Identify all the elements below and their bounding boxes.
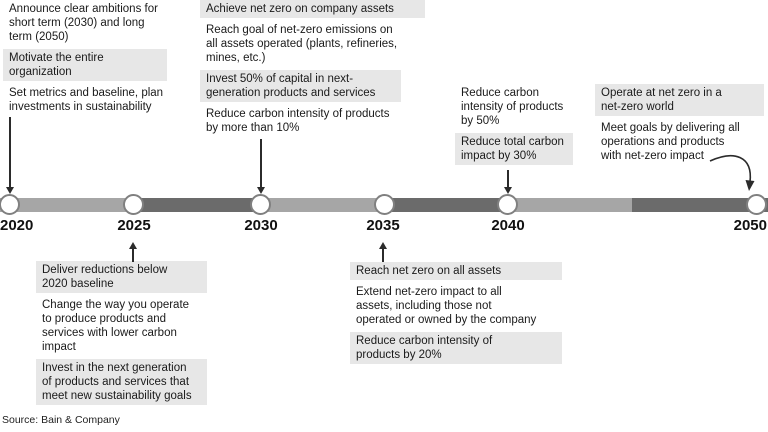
milestone-text: Reach goal of net-zero emissions on all …: [206, 24, 398, 64]
year-label-2035: 2035: [366, 217, 400, 234]
milestone-text: Change the way you operate to produce pr…: [42, 299, 190, 353]
year-label-2050: 2050: [733, 217, 767, 234]
timeline-node-2025: [123, 194, 144, 215]
milestone-text: Announce clear ambitions for short term …: [9, 3, 158, 43]
milestone-text: Reduce carbon intensity of products by 2…: [350, 332, 562, 364]
milestone-text: Reduce carbon intensity of products by m…: [206, 108, 390, 134]
milestone-text: Reduce carbon intensity of products by 5…: [461, 87, 564, 127]
timeline-segment-2020-2025: [0, 198, 134, 212]
year-label-2025: 2025: [117, 217, 151, 234]
milestone-text: Invest in the next generation of product…: [36, 359, 207, 405]
year-label-2040: 2040: [491, 217, 525, 234]
timeline-node-2030: [250, 194, 271, 215]
milestone-text: Set metrics and baseline, plan investmen…: [9, 87, 164, 113]
timeline-segment-2040-2045: [508, 198, 632, 212]
timeline-segment-2025-2030: [134, 198, 261, 212]
timeline-segment-2045-2050: [632, 198, 768, 212]
connector-arrow-2050-curved: [709, 154, 755, 191]
milestone-group-2040: Reduce carbon intensity of products by 5…: [455, 84, 585, 168]
timeline-node-2050: [746, 194, 767, 215]
source-caption: Source: Bain & Company: [2, 414, 120, 426]
milestone-text: Motivate the entire organization: [3, 49, 167, 81]
milestone-text: Operate at net zero in a net-zero world: [595, 84, 764, 116]
milestone-text: Reach net zero on all assets: [350, 262, 562, 280]
year-label-2030: 2030: [244, 217, 278, 234]
milestone-group-2030: Achieve net zero on company assets Reach…: [200, 0, 432, 140]
milestone-text: Meet goals by delivering all operations …: [601, 122, 740, 162]
milestone-text: Achieve net zero on company assets: [200, 0, 425, 18]
milestone-text: Reduce total carbon impact by 30%: [455, 133, 573, 165]
timeline-node-2020: [0, 194, 20, 215]
timeline-node-2035: [374, 194, 395, 215]
milestone-group-2050: Operate at net zero in a net-zero world …: [595, 84, 767, 168]
timeline-segment-2035-2040: [385, 198, 508, 212]
milestone-group-2020: Announce clear ambitions for short term …: [3, 0, 198, 119]
milestone-group-2035: Reach net zero on all assets Extend net-…: [350, 262, 568, 367]
timeline-node-2040: [497, 194, 518, 215]
milestone-text: Invest 50% of capital in next- generatio…: [200, 70, 401, 102]
milestone-text: Extend net-zero impact to all assets, in…: [356, 286, 537, 326]
timeline-segment-2030-2035: [261, 198, 385, 212]
milestone-group-2025: Deliver reductions below 2020 baseline C…: [36, 261, 216, 408]
year-label-2020: 2020: [0, 217, 34, 234]
milestone-text: Deliver reductions below 2020 baseline: [36, 261, 207, 293]
timeline-bar: [0, 198, 768, 212]
